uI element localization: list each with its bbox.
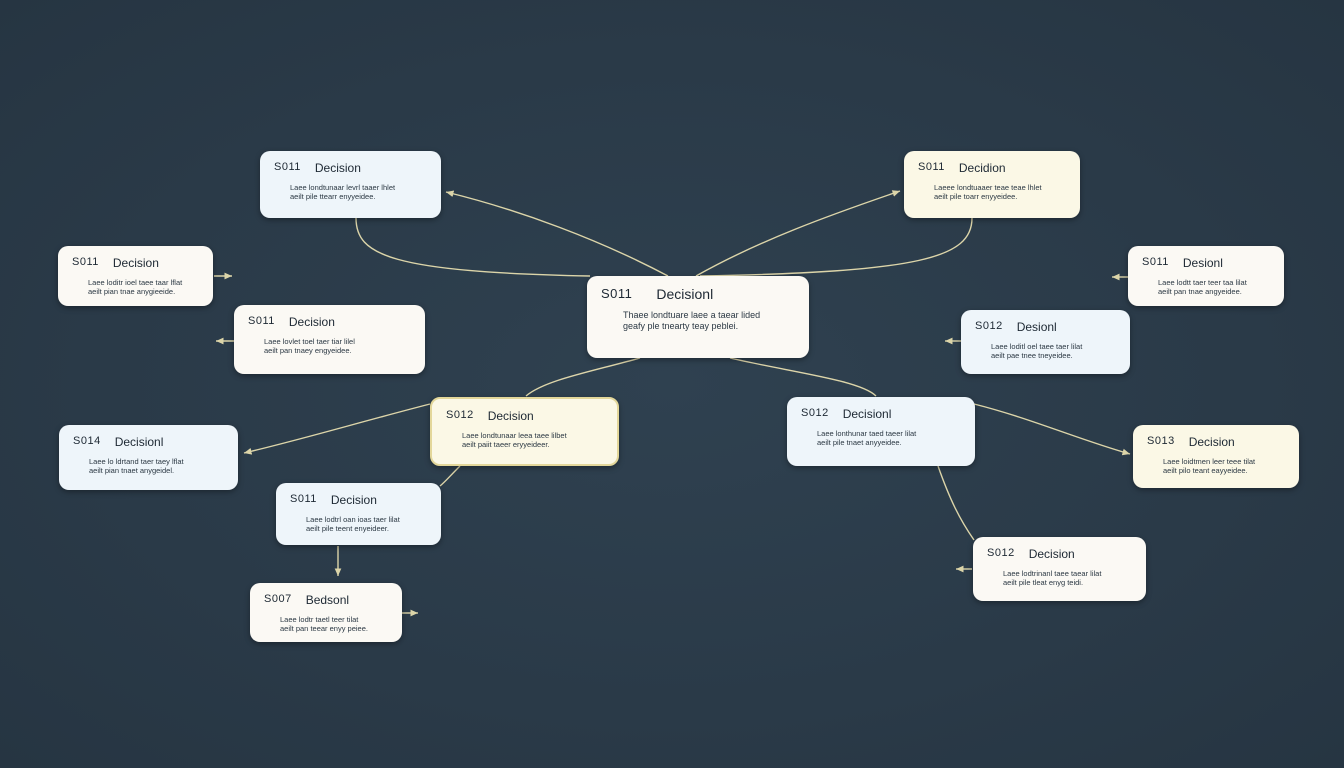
node-id: S007: [264, 593, 292, 605]
node-title: Decisionl: [656, 286, 714, 302]
node-mid-left-child[interactable]: S011 Decision Laee lodtrl oan ioas taer …: [276, 483, 441, 545]
node-title: Decisionl: [114, 435, 164, 449]
node-right-3[interactable]: S013 Decision Laee loidtmen leer teee ti…: [1133, 425, 1299, 488]
node-id: S011: [290, 493, 317, 505]
node-top-left[interactable]: S011 Decision Laee londtunaar levrl taae…: [260, 151, 441, 218]
node-body: Laee loditr ioel taee taar lflat aeilt p…: [88, 278, 183, 296]
node-bottom-right[interactable]: S012 Decision Laee lodtrinanl taee taear…: [973, 537, 1146, 601]
node-left-1[interactable]: S011 Decision Laee loditr ioel taee taar…: [58, 246, 213, 306]
edge-mid-left-child: [439, 465, 461, 487]
node-body: Laee lo ldrtand taer taey lflat aeilt pi…: [89, 457, 184, 475]
node-id: S011: [918, 161, 945, 173]
node-id: S013: [1147, 435, 1175, 447]
node-body: Laee londtunaar levrl taaer lhlet aeilt …: [290, 183, 396, 201]
edge-mid-right-bottom-right: [937, 465, 975, 541]
node-title: Decision: [330, 493, 377, 507]
node-body: Thaee londtuare laee a taear lided geafy…: [623, 310, 761, 331]
node-title: Bedsonl: [305, 593, 350, 607]
node-title: Decision: [112, 256, 159, 270]
node-mid-left[interactable]: S012 Decision Laee londtunaar leea taee …: [430, 397, 619, 466]
edge-center-mid-left: [525, 357, 641, 397]
edge-top-right-loop: [699, 217, 973, 277]
node-body: Laee loditl oel taee taer lilat aeilt pa…: [991, 342, 1083, 360]
edge-center-top-right: [695, 190, 901, 277]
node-id: S011: [274, 161, 301, 173]
node-title: Decision: [314, 161, 361, 175]
node-left-2[interactable]: S011 Decision Laee lovlet toel taer tiar…: [234, 305, 425, 374]
node-title: Decision: [288, 315, 335, 329]
node-body: Laee lodtrl oan ioas taer lilat aeilt pi…: [306, 515, 400, 533]
node-id: S014: [73, 435, 101, 447]
node-id: S011: [601, 286, 633, 301]
node-body: Laeee londtuaaer teae teae lhlet aeilt p…: [934, 183, 1042, 201]
node-title: Decidion: [958, 161, 1006, 175]
node-mid-right[interactable]: S012 Decisionl Laee lonthunar taed taeer…: [787, 397, 975, 466]
node-bottom-left[interactable]: S007 Bedsonl Laee lodtr taetl teer tilat…: [250, 583, 402, 642]
node-id: S012: [446, 409, 474, 421]
node-body: Laee lovlet toel taer tiar lilel aeilt p…: [264, 337, 355, 355]
node-body: Laee lodtr taetl teer tilat aeilt pan te…: [280, 615, 368, 633]
node-id: S012: [975, 320, 1003, 332]
node-id: S012: [801, 407, 829, 419]
node-center[interactable]: S011 Decisionl Thaee londtuare laee a ta…: [587, 276, 809, 358]
edge-mid-right-right3: [973, 403, 1131, 456]
node-body: Laee londtunaar leea taee lilbet aeilt p…: [462, 431, 567, 449]
node-title: Decision: [1028, 547, 1075, 561]
node-left-3[interactable]: S014 Decisionl Laee lo ldrtand taer taey…: [59, 425, 238, 490]
node-id: S011: [1142, 256, 1169, 268]
node-top-right[interactable]: S011 Decidion Laeee londtuaaer teae teae…: [904, 151, 1080, 218]
node-id: S011: [72, 256, 99, 268]
node-body: Laee lodtt taer teer taa lilat aeilt pan…: [1158, 278, 1247, 296]
edge-mid-left-left3: [243, 403, 431, 455]
node-title: Decision: [487, 409, 534, 423]
node-title: Desionl: [1016, 320, 1057, 334]
node-title: Decisionl: [842, 407, 892, 421]
node-body: Laee lodtrinanl taee taear lilat aeilt p…: [1003, 569, 1102, 587]
node-title: Decision: [1188, 435, 1235, 449]
edge-center-top-left: [445, 190, 669, 277]
edge-center-mid-right: [729, 357, 877, 397]
node-id: S011: [248, 315, 275, 327]
node-right-2[interactable]: S012 Desionl Laee loditl oel taee taer l…: [961, 310, 1130, 374]
node-id: S012: [987, 547, 1015, 559]
node-right-1[interactable]: S011 Desionl Laee lodtt taer teer taa li…: [1128, 246, 1284, 306]
node-body: Laee loidtmen leer teee tilat aeilt pilo…: [1163, 457, 1256, 475]
edge-top-left-loop: [355, 217, 591, 277]
node-title: Desionl: [1182, 256, 1223, 270]
node-body: Laee lonthunar taed taeer lilat aeilt pi…: [817, 429, 917, 447]
